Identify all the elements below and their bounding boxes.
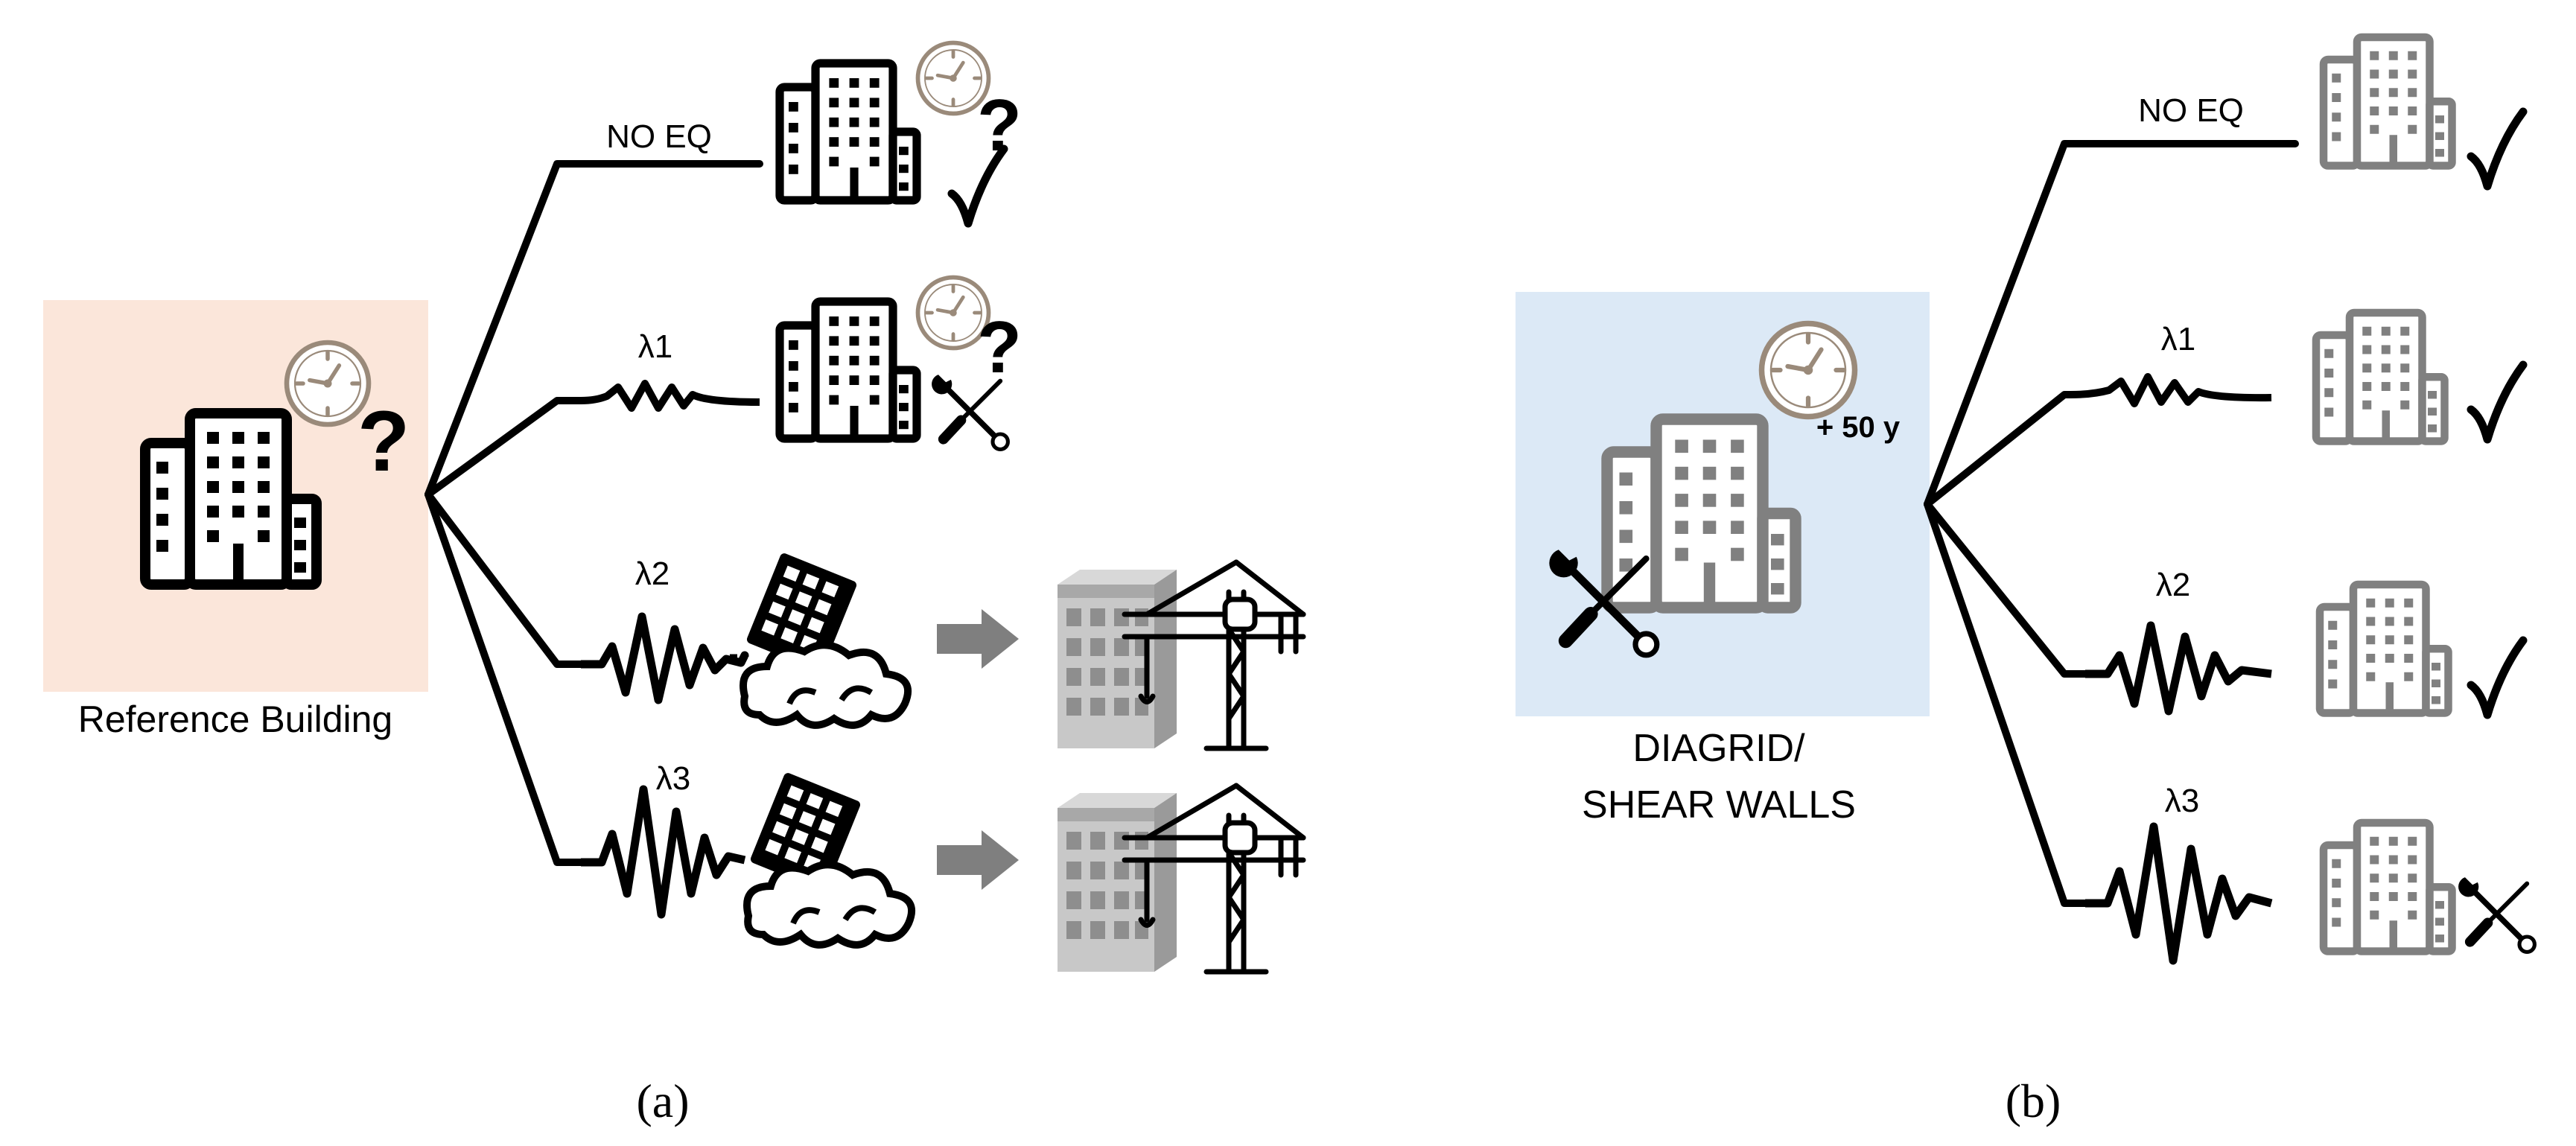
panel-b-label: (b) <box>2006 1075 2061 1127</box>
branch-lines <box>424 160 763 866</box>
retrofit-building-icon <box>1607 419 1796 608</box>
reference-label: Reference Building <box>78 698 393 740</box>
panel-a-label: (a) <box>636 1075 689 1127</box>
check-icon <box>2471 640 2523 715</box>
gray-building-icon <box>2320 585 2449 713</box>
seismic-wave-icon <box>2085 621 2272 716</box>
seismic-wave-icon <box>2085 822 2273 965</box>
tools-icon <box>2458 877 2534 952</box>
new-building-icon <box>1058 562 1303 748</box>
seismic-wave-icon <box>580 380 760 412</box>
panel-a: ? Reference Building NO EQ λ1 λ2 λ3 ? ? <box>43 42 1303 1127</box>
branch-label-lambda3: λ3 <box>2165 783 2199 819</box>
branch-label-no-eq: NO EQ <box>606 118 712 155</box>
question-icon: ? <box>977 306 1022 388</box>
building-icon <box>780 302 917 439</box>
tools-icon <box>932 375 1008 449</box>
life-extension-label: + 50 y <box>1816 411 1901 444</box>
panel-b: + 50 y DIAGRID/ SHEAR WALLS NO EQ λ1 λ2 … <box>1516 37 2534 1127</box>
arrow-icon <box>937 609 1019 669</box>
question-icon: ? <box>357 394 410 489</box>
branch-label-lambda2: λ2 <box>635 556 670 592</box>
branch-label-lambda2: λ2 <box>2156 567 2190 603</box>
building-icon <box>780 63 917 200</box>
clock-icon <box>287 343 369 424</box>
gray-building-icon <box>2316 313 2445 442</box>
new-building-icon <box>1058 786 1303 972</box>
seismic-wave-icon <box>581 785 746 919</box>
retrofit-label-line1: DIAGRID/ <box>1632 727 1805 770</box>
branch-lines <box>1924 140 2299 907</box>
seismic-wave-icon <box>581 612 749 704</box>
clock-icon <box>1762 324 1855 417</box>
gray-building-icon <box>2324 823 2452 952</box>
branch-label-lambda3: λ3 <box>656 760 690 797</box>
seismic-wave-icon <box>2070 373 2272 407</box>
collapsed-building-icon <box>747 771 912 945</box>
check-icon <box>2471 112 2523 186</box>
gray-building-icon <box>2324 37 2452 166</box>
check-icon <box>2471 365 2523 439</box>
branch-label-lambda1: λ1 <box>2161 321 2195 357</box>
arrow-icon <box>937 830 1019 890</box>
reference-building-icon <box>145 413 317 585</box>
branch-label-no-eq: NO EQ <box>2138 92 2244 129</box>
branch-label-lambda1: λ1 <box>638 328 672 365</box>
collapsed-building-icon <box>743 552 908 725</box>
retrofit-label-line2: SHEAR WALLS <box>1582 783 1856 827</box>
